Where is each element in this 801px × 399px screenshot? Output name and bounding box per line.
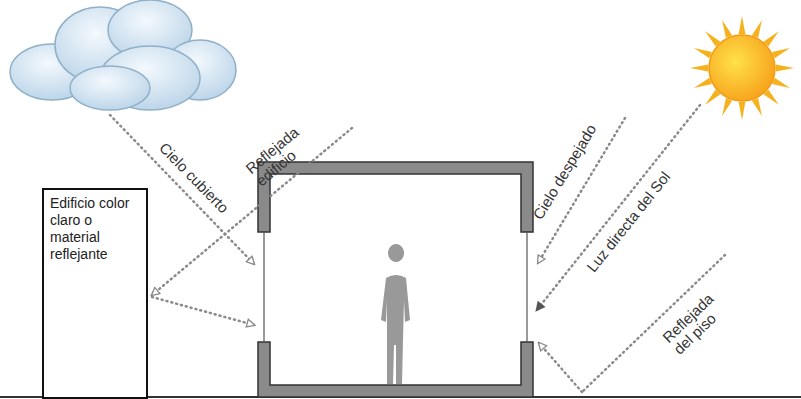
sun — [690, 16, 794, 120]
sun-ray — [694, 48, 712, 58]
ray-label: Luz directa del Sol — [583, 169, 672, 275]
sun-ray — [694, 78, 712, 88]
sun-ray — [752, 20, 762, 38]
sun-ray — [772, 48, 790, 58]
room-section — [258, 162, 533, 397]
ray-label: Cielo despejado — [530, 122, 599, 222]
building-box: Edificio color claro o material reflejan… — [42, 188, 148, 399]
cloud — [10, 0, 236, 110]
sun-ray — [739, 16, 746, 34]
sun-ray — [690, 65, 708, 72]
light-rays — [110, 105, 725, 392]
sun-ray — [772, 78, 790, 88]
sun-ray — [722, 20, 732, 38]
building-label: Edificio color claro o material reflejan… — [50, 195, 140, 263]
sun-ray — [776, 65, 794, 72]
ray-label: Cielo cubierto — [156, 140, 232, 217]
sun-ray — [752, 98, 762, 116]
sun-ray — [739, 102, 746, 120]
ray-label: Reflejada edificio — [243, 115, 323, 190]
person-silhouette — [381, 244, 410, 384]
sun-ray — [722, 98, 732, 116]
ray-label: Reflejada del piso — [660, 281, 739, 358]
